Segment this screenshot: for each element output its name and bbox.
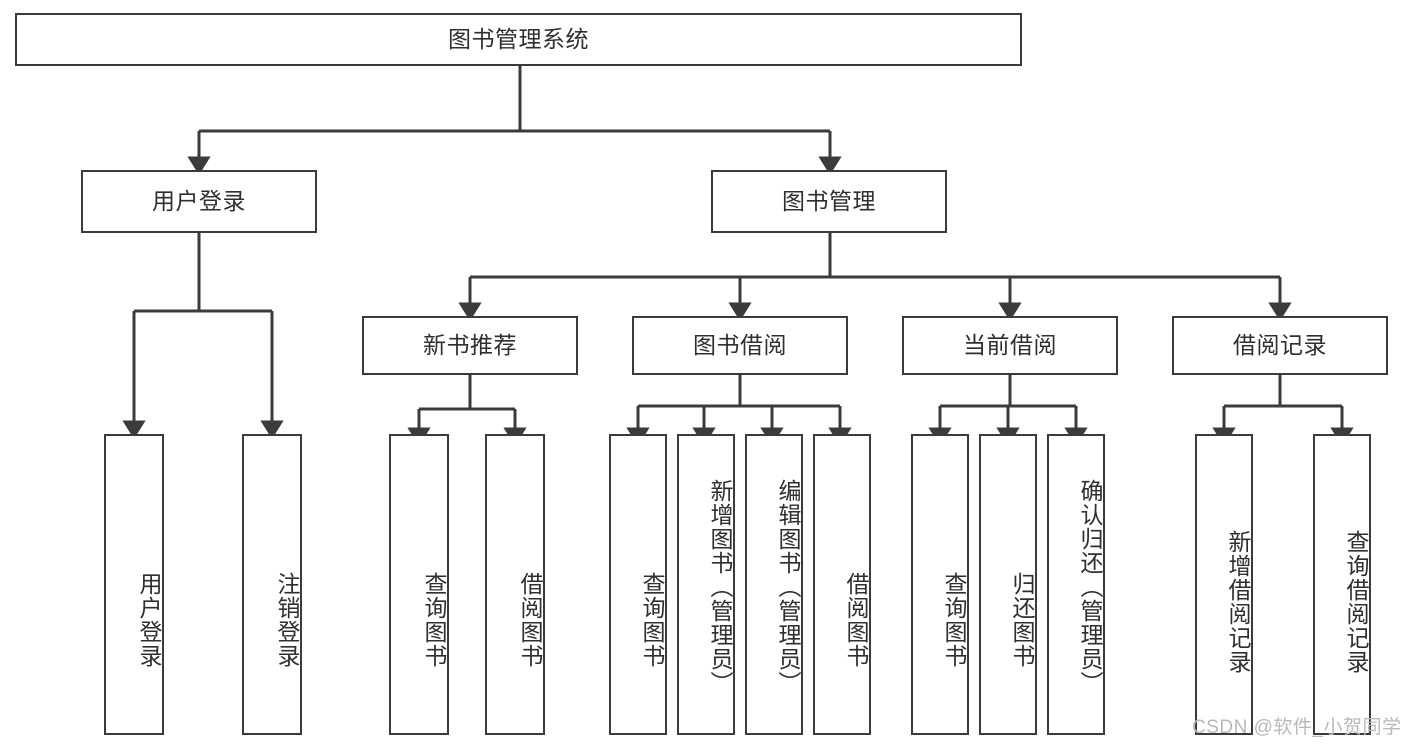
node-book-borrow[interactable]: 图书借阅: [632, 316, 848, 375]
node-leaf-query-record[interactable]: 查询借阅记录: [1313, 434, 1371, 735]
node-leaf-edit-book[interactable]: 编辑图书（管理员）: [745, 434, 803, 735]
node-new-book-rec[interactable]: 新书推荐: [362, 316, 578, 375]
watermark: CSDN @软件_小贺同学: [1192, 717, 1402, 738]
node-leaf-borrow-book-2[interactable]: 借阅图书: [813, 434, 871, 735]
node-leaf-query-book-1[interactable]: 查询图书: [389, 434, 449, 735]
node-leaf-return-book[interactable]: 归还图书: [979, 434, 1037, 735]
node-root[interactable]: 图书管理系统: [15, 13, 1022, 66]
node-leaf-confirm-return[interactable]: 确认归还（管理员）: [1047, 434, 1105, 735]
node-borrow-record[interactable]: 借阅记录: [1172, 316, 1388, 375]
node-leaf-user-login[interactable]: 用户登录: [104, 434, 164, 735]
node-current-borrow[interactable]: 当前借阅: [902, 316, 1118, 375]
node-leaf-query-book-2[interactable]: 查询图书: [609, 434, 667, 735]
node-leaf-query-book-3[interactable]: 查询图书: [911, 434, 969, 735]
node-user-login[interactable]: 用户登录: [81, 170, 317, 233]
node-leaf-add-book[interactable]: 新增图书（管理员）: [677, 434, 735, 735]
node-leaf-user-logout[interactable]: 注销登录: [242, 434, 302, 735]
node-book-manage[interactable]: 图书管理: [711, 170, 947, 233]
node-leaf-borrow-book-1[interactable]: 借阅图书: [485, 434, 545, 735]
node-leaf-add-record[interactable]: 新增借阅记录: [1195, 434, 1253, 735]
